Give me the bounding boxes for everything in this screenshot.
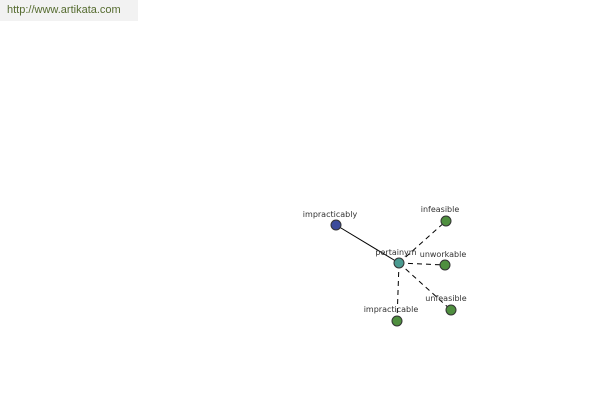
edge-pertainym-impracticable bbox=[396, 262, 400, 322]
node-impracticable[interactable] bbox=[391, 315, 403, 327]
site-banner: http://www.artikata.com bbox=[0, 0, 138, 21]
label-infeasible: infeasible bbox=[421, 205, 460, 214]
node-infeasible[interactable] bbox=[440, 215, 452, 227]
node-unfeasible[interactable] bbox=[445, 304, 457, 316]
label-unworkable: unworkable bbox=[420, 250, 467, 259]
nodes-layer bbox=[330, 215, 457, 327]
label-impracticable: impracticable bbox=[364, 305, 419, 314]
site-url-link[interactable]: http://www.artikata.com bbox=[7, 4, 121, 16]
edge-pertainym-infeasible bbox=[398, 220, 447, 264]
label-impracticably: impracticably bbox=[303, 210, 358, 219]
edge-pertainym-unfeasible bbox=[398, 262, 452, 311]
edge-impracticably-pertainym bbox=[335, 224, 400, 264]
node-impracticably[interactable] bbox=[330, 219, 342, 231]
node-unworkable[interactable] bbox=[439, 259, 451, 271]
node-pertainym[interactable] bbox=[393, 257, 405, 269]
edge-pertainym-unworkable bbox=[398, 262, 446, 266]
edges-layer bbox=[335, 220, 452, 322]
label-pertainym: pertainym bbox=[375, 248, 416, 257]
label-unfeasible: unfeasible bbox=[425, 294, 466, 303]
labels-layer: pertainym impracticably infeasible unworkab… bbox=[303, 205, 467, 314]
